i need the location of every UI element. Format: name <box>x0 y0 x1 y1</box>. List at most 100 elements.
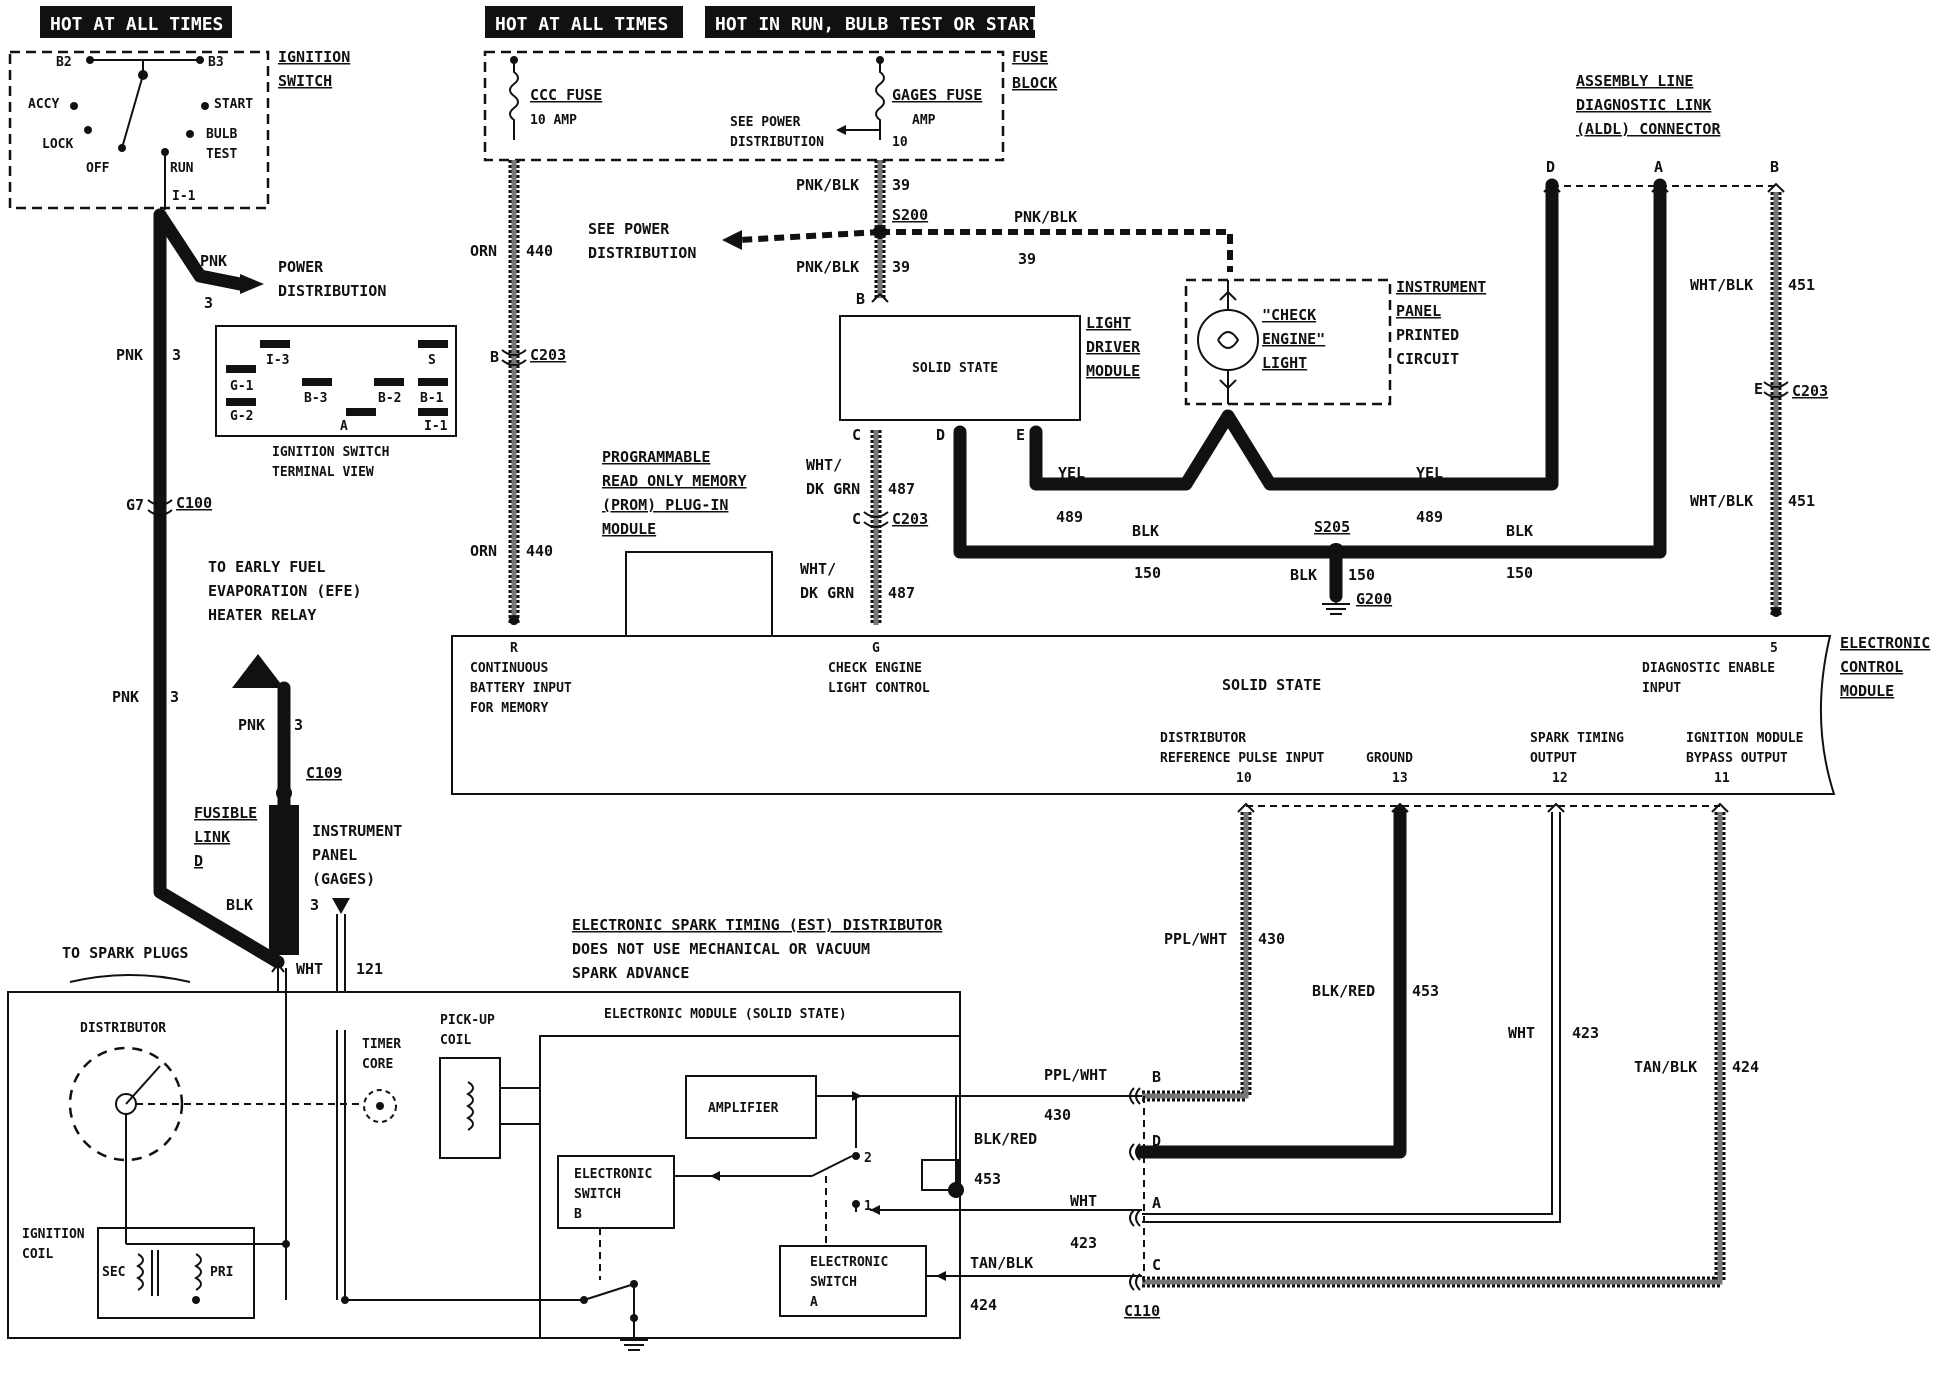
svg-text:F: F <box>276 664 287 685</box>
svg-text:WHT/: WHT/ <box>800 560 836 578</box>
svg-text:ELECTRONIC: ELECTRONIC <box>810 1255 888 1270</box>
svg-text:FOR MEMORY: FOR MEMORY <box>470 701 548 716</box>
svg-text:BLK: BLK <box>1132 522 1159 540</box>
svg-text:2: 2 <box>864 1151 872 1166</box>
svg-text:440: 440 <box>526 542 553 560</box>
fuse-block: FUSE BLOCK CCC FUSE 10 AMP GAGES FUSE AM… <box>483 48 1057 162</box>
svg-text:CORE: CORE <box>362 1057 393 1072</box>
svg-text:SWITCH: SWITCH <box>278 72 332 90</box>
svg-text:C: C <box>852 510 861 528</box>
svg-text:121: 121 <box>356 960 383 978</box>
svg-text:C203: C203 <box>530 346 566 364</box>
svg-text:3: 3 <box>294 716 303 734</box>
svg-text:COIL: COIL <box>22 1247 53 1262</box>
svg-text:440: 440 <box>526 242 553 260</box>
svg-text:ENGINE": ENGINE" <box>1262 330 1325 348</box>
svg-text:S: S <box>428 353 436 368</box>
svg-text:D: D <box>936 426 945 444</box>
svg-text:BLK: BLK <box>1290 566 1317 584</box>
svg-text:G200: G200 <box>1356 590 1392 608</box>
svg-text:AMP: AMP <box>912 113 936 128</box>
svg-text:(GAGES): (GAGES) <box>312 870 375 888</box>
svg-text:D: D <box>1546 158 1555 176</box>
svg-text:A: A <box>1654 158 1663 176</box>
svg-text:WHT/: WHT/ <box>806 456 842 474</box>
mid-wires: ORN 440 B C203 ORN 440 PNK/BLK 39 S200 S… <box>470 160 1233 625</box>
svg-text:PANEL: PANEL <box>1396 302 1441 320</box>
svg-text:RUN: RUN <box>170 161 194 176</box>
svg-text:BATTERY INPUT: BATTERY INPUT <box>470 681 572 696</box>
svg-text:TO EARLY FUEL: TO EARLY FUEL <box>208 558 325 576</box>
svg-text:10 AMP: 10 AMP <box>530 113 577 128</box>
check-engine-wire: WHT/ DK GRN 487 C C203 WHT/ DK GRN 487 <box>800 430 928 625</box>
svg-text:150: 150 <box>1134 564 1161 582</box>
svg-text:WHT: WHT <box>1508 1024 1535 1042</box>
svg-text:150: 150 <box>1348 566 1375 584</box>
banner-middle: HOT AT ALL TIMES <box>485 6 683 38</box>
svg-text:SEC: SEC <box>102 1265 125 1280</box>
svg-text:10: 10 <box>1236 771 1252 786</box>
svg-text:BLK: BLK <box>226 896 253 914</box>
svg-text:C110: C110 <box>1124 1302 1160 1320</box>
svg-text:489: 489 <box>1416 508 1443 526</box>
svg-text:(PROM) PLUG-IN: (PROM) PLUG-IN <box>602 496 728 514</box>
svg-text:E: E <box>1754 380 1763 398</box>
svg-text:3: 3 <box>172 346 181 364</box>
svg-text:BLOCK: BLOCK <box>1012 74 1057 92</box>
svg-text:DISTRIBUTION: DISTRIBUTION <box>588 244 696 262</box>
svg-text:C109: C109 <box>306 764 342 782</box>
svg-text:BULB: BULB <box>206 127 237 142</box>
svg-text:WHT/BLK: WHT/BLK <box>1690 492 1753 510</box>
svg-text:BLK/RED: BLK/RED <box>1312 982 1375 1000</box>
svg-text:430: 430 <box>1044 1106 1071 1124</box>
svg-text:39: 39 <box>892 258 910 276</box>
svg-text:E: E <box>1016 426 1025 444</box>
svg-text:SWITCH: SWITCH <box>810 1275 857 1290</box>
svg-text:INSTRUMENT: INSTRUMENT <box>1396 278 1486 296</box>
svg-text:PRINTED: PRINTED <box>1396 326 1459 344</box>
svg-text:CONTINUOUS: CONTINUOUS <box>470 661 548 676</box>
svg-text:B: B <box>1152 1068 1161 1086</box>
svg-text:SPARK ADVANCE: SPARK ADVANCE <box>572 964 689 982</box>
svg-text:424: 424 <box>970 1296 997 1314</box>
svg-text:C: C <box>852 426 861 444</box>
svg-text:PNK: PNK <box>116 346 143 364</box>
svg-text:PNK: PNK <box>112 688 139 706</box>
svg-text:HOT AT ALL TIMES: HOT AT ALL TIMES <box>495 14 668 35</box>
svg-text:PNK/BLK: PNK/BLK <box>796 176 859 194</box>
svg-text:DIAGNOSTIC LINK: DIAGNOSTIC LINK <box>1576 96 1711 114</box>
svg-text:ORN: ORN <box>470 542 497 560</box>
svg-text:I-3: I-3 <box>266 353 289 368</box>
svg-text:TAN/BLK: TAN/BLK <box>970 1254 1033 1272</box>
svg-text:PPL/WHT: PPL/WHT <box>1044 1066 1107 1084</box>
ecm-output-wires: PPL/WHT 430 BLK/RED 453 WHT 423 TAN/BLK … <box>1135 802 1759 1288</box>
svg-text:PROGRAMMABLE: PROGRAMMABLE <box>602 448 710 466</box>
svg-text:424: 424 <box>1732 1058 1759 1076</box>
est-distributor: ELECTRONIC SPARK TIMING (EST) DISTRIBUTO… <box>7 916 1161 1351</box>
svg-text:GAGES FUSE: GAGES FUSE <box>892 86 982 104</box>
svg-text:G7: G7 <box>126 496 144 514</box>
svg-text:B2: B2 <box>56 55 72 70</box>
svg-text:DIAGNOSTIC ENABLE: DIAGNOSTIC ENABLE <box>1642 661 1775 676</box>
svg-text:TEST: TEST <box>206 147 237 162</box>
svg-text:PPL/WHT: PPL/WHT <box>1164 930 1227 948</box>
svg-text:DISTRIBUTION: DISTRIBUTION <box>730 135 824 150</box>
yel-blk-wires: YEL 489 YEL 489 BLK 150 BLK 150 S205 BLK… <box>953 178 1667 615</box>
svg-text:MODULE: MODULE <box>602 520 656 538</box>
svg-text:B-2: B-2 <box>378 391 401 406</box>
svg-text:I-1: I-1 <box>424 419 448 434</box>
svg-text:GROUND: GROUND <box>1366 751 1413 766</box>
svg-text:13: 13 <box>1392 771 1408 786</box>
svg-text:12: 12 <box>1552 771 1568 786</box>
svg-text:DK GRN: DK GRN <box>800 584 854 602</box>
svg-text:D: D <box>1152 1132 1161 1150</box>
svg-text:BLK: BLK <box>1506 522 1533 540</box>
svg-text:INPUT: INPUT <box>1642 681 1681 696</box>
svg-text:3: 3 <box>310 896 319 914</box>
svg-text:489: 489 <box>1056 508 1083 526</box>
svg-text:CHECK ENGINE: CHECK ENGINE <box>828 661 922 676</box>
svg-text:HOT AT ALL TIMES: HOT AT ALL TIMES <box>50 14 223 35</box>
svg-text:HOT IN RUN, BULB TEST OR START: HOT IN RUN, BULB TEST OR START <box>715 14 1040 35</box>
svg-text:G-2: G-2 <box>230 409 253 424</box>
